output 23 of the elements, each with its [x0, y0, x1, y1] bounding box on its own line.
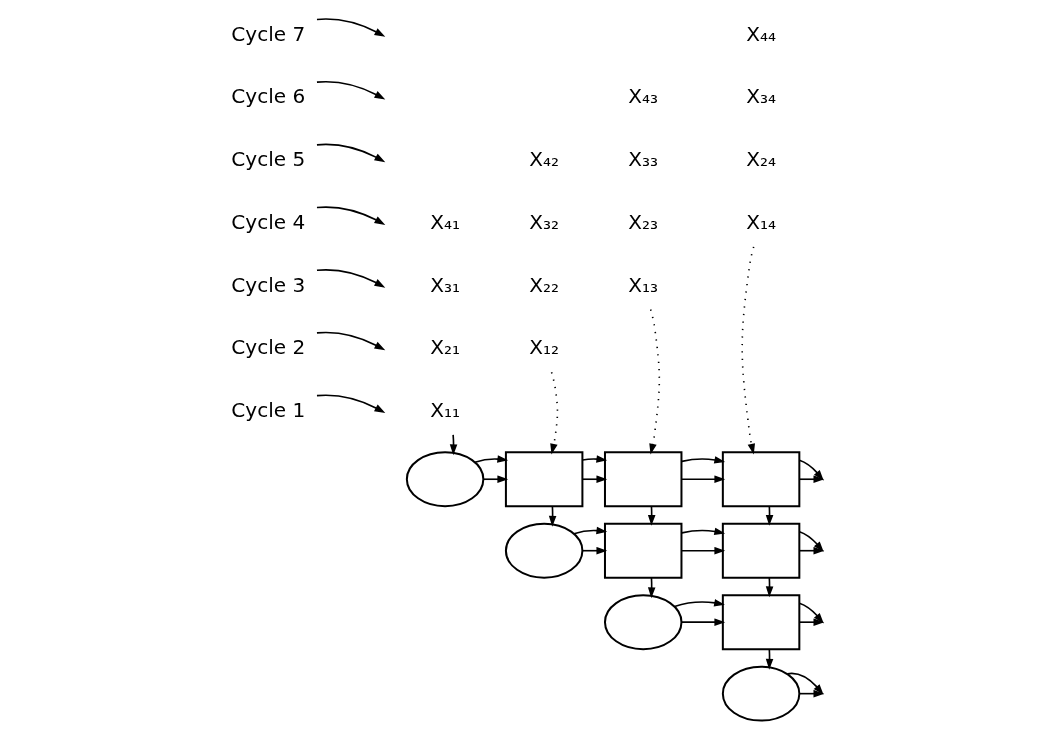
- node-text: X₁₃: [627, 272, 658, 297]
- node-text: X₃₃: [627, 147, 658, 172]
- node-text: X₄₁: [429, 209, 460, 234]
- node-text: Cycle 1: [230, 397, 305, 422]
- node-text: X₁₂: [528, 335, 559, 360]
- node-text: X₃₂: [528, 209, 559, 234]
- node-text: Cycle 7: [230, 21, 305, 46]
- node-text: X₂₂: [528, 272, 559, 297]
- node-text: X₄₃: [627, 84, 658, 109]
- node-text: X₂₄: [745, 147, 776, 172]
- node-text: Cycle 5: [230, 147, 305, 172]
- node-text: Cycle 6: [230, 84, 305, 109]
- node-text: Cycle 2: [230, 335, 305, 360]
- node-text: X₁₄: [745, 209, 776, 234]
- node-text: X₁₁: [429, 397, 460, 422]
- node-text: X₃₄: [745, 84, 776, 109]
- node-text: X₂₃: [627, 209, 658, 234]
- node-text: X₂₁: [429, 335, 460, 360]
- node-text: X₃₁: [429, 272, 460, 297]
- node-text: Cycle 4: [230, 209, 305, 234]
- node-text: X₄₂: [528, 147, 559, 172]
- node-text: Cycle 3: [230, 272, 305, 297]
- node-text: X₄₄: [745, 21, 776, 46]
